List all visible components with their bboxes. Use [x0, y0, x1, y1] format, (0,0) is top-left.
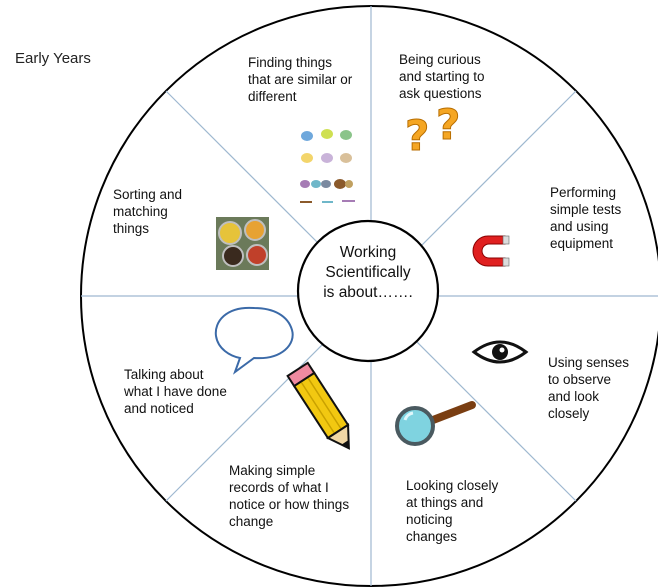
sorting-bowls-photo-icon	[216, 217, 269, 270]
speech-bubble-icon	[214, 306, 294, 375]
page-title: Early Years	[15, 50, 91, 67]
segment-label-similar-different: Finding things that are similar or diffe…	[248, 55, 353, 104]
segment-label-talking-about: Talking about what I have done and notic…	[124, 367, 227, 416]
center-circle	[296, 219, 440, 363]
segment-label-simple-tests: Performing simple tests and using equipm…	[550, 185, 622, 251]
bird-sorting-pictures-icon	[300, 129, 355, 203]
segment-label-using-senses: Using senses to observe and look closely	[548, 355, 630, 421]
segment-label-sorting-matching: Sorting and matching things	[113, 187, 183, 236]
segment-label-curious: Being curious and starting to ask questi…	[399, 52, 485, 101]
magnifying-glass-icon	[395, 401, 476, 446]
question-marks-icon: ? ?	[405, 100, 461, 161]
magnet-icon	[472, 235, 510, 267]
pencil-icon	[286, 361, 350, 450]
segment-label-simple-records: Making simple records of what I notice o…	[229, 463, 350, 529]
eye-icon	[471, 340, 529, 364]
center-label: Working Scientifically is about…….	[323, 244, 413, 301]
svg-text:?: ?	[436, 100, 460, 149]
svg-text:?: ?	[405, 111, 429, 160]
segment-label-looking-closely: Looking closely at things and noticing c…	[406, 478, 499, 544]
